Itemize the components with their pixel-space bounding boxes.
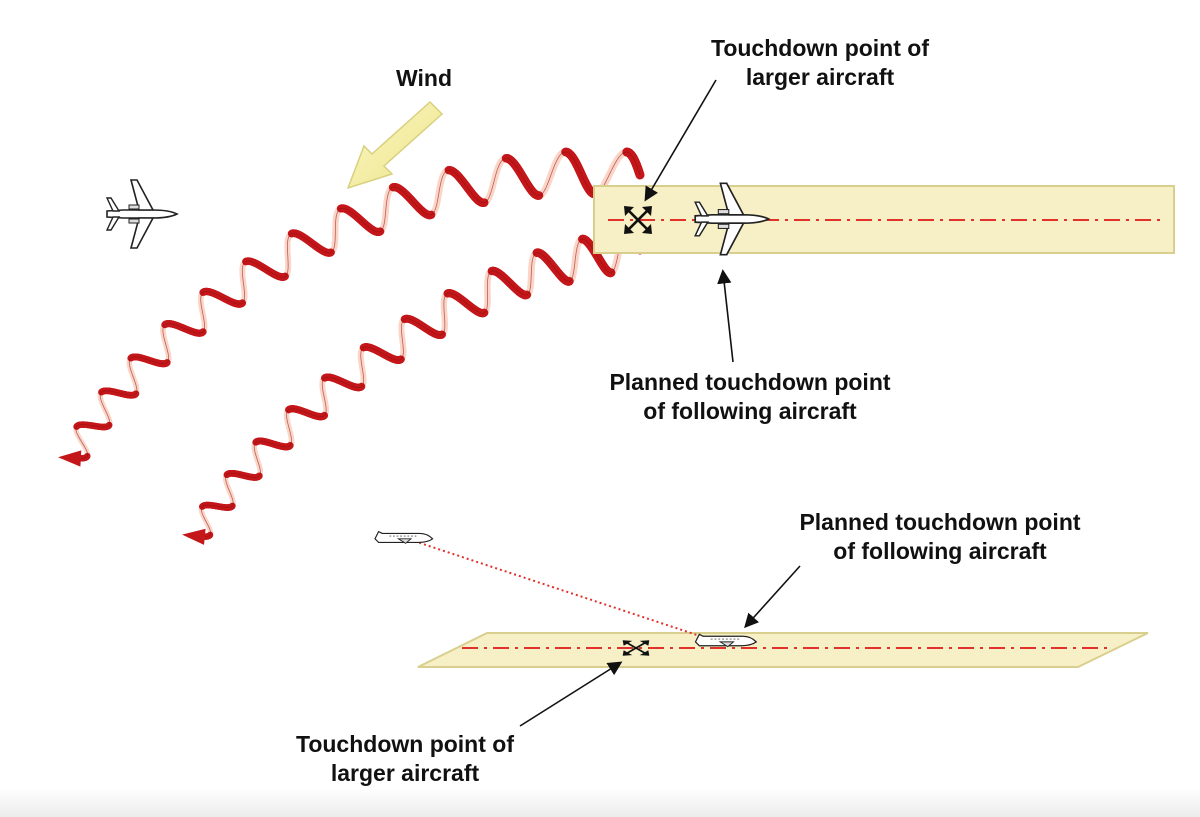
vortex-ribbon-segment: [634, 168, 645, 180]
vortex-tail-arrow: [182, 528, 206, 545]
arrow-bottom-planned-touchdown: [744, 565, 801, 629]
vortex-edge: [71, 151, 641, 459]
approaching-jet-icon: [374, 531, 434, 544]
bottom-planned-touchdown-label: Planned touchdown point of following air…: [750, 508, 1130, 566]
landing-jet-icon: [694, 633, 757, 648]
top-planned-touchdown-label: Planned touchdown point of following air…: [560, 368, 940, 426]
vortex-edge: [195, 230, 641, 538]
wind-arrow-icon: [346, 100, 444, 190]
label-line: larger aircraft: [330, 760, 480, 786]
wind-label-text: Wind: [396, 65, 452, 91]
approach-glide-path: [404, 537, 701, 637]
runway-bottom: [417, 632, 1149, 668]
label-line: of following aircraft: [833, 538, 1047, 564]
vortex-edge: [71, 151, 641, 459]
label-line: Touchdown point of: [710, 35, 929, 61]
top-larger-touchdown-label: Touchdown point of larger aircraft: [660, 34, 980, 92]
wind-label: Wind: [396, 64, 486, 93]
label-line: Planned touchdown point: [609, 369, 891, 395]
label-line: Planned touchdown point: [799, 509, 1081, 535]
vortex-edge: [195, 230, 641, 538]
wake-vortex-upper: [58, 147, 645, 467]
label-line: Touchdown point of: [295, 731, 514, 757]
arrow-bottom-larger-touchdown: [519, 661, 623, 727]
arrow-top-larger-touchdown: [644, 79, 717, 202]
bottom-fade-strip: [0, 788, 1200, 817]
arrow-top-planned-touchdown: [717, 269, 734, 363]
bottom-larger-touchdown-label: Touchdown point of larger aircraft: [250, 730, 560, 788]
label-line: of following aircraft: [643, 398, 857, 424]
label-line: larger aircraft: [745, 64, 895, 90]
runway-top: [593, 185, 1175, 254]
approaching-airplane-icon: [106, 179, 178, 249]
vortex-tail-arrow: [58, 450, 82, 467]
